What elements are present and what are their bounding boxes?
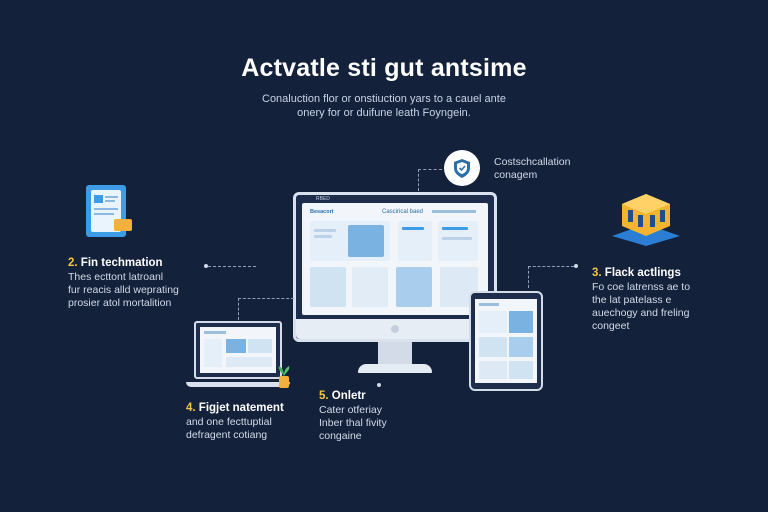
nav-title: Cascirical baed — [382, 209, 424, 215]
document-icon — [84, 183, 134, 241]
monitor-brand: RBED — [316, 196, 330, 202]
connector-line — [528, 266, 529, 288]
feature-line: congeet — [592, 320, 630, 332]
laptop-base — [186, 382, 290, 387]
plant-icon — [276, 364, 292, 390]
top-callout-text: Costschcallation conagem — [494, 156, 570, 182]
page-title: Actvatle sti gut antsime — [241, 54, 527, 82]
grid-tile — [352, 267, 388, 307]
monitor-stand — [378, 342, 412, 366]
desktop-monitor: RBED Besacort Cascirical baed — [293, 192, 497, 342]
subtitle-line: onery for or duifune leath Foyngein. — [297, 107, 471, 119]
connector-line — [528, 266, 574, 267]
feature-project: 4. Figjet natement and one fecttuptial d… — [186, 402, 284, 442]
monitor-chin — [296, 319, 494, 339]
connector-line — [208, 266, 256, 267]
connector-dot — [574, 264, 578, 268]
grid-tile — [396, 267, 432, 307]
building-icon — [608, 186, 684, 246]
shield-icon — [444, 150, 480, 186]
feature-number: 2. — [68, 257, 78, 269]
feature-flack: 3. Flack actlings Fo coe latrenss ae to … — [592, 267, 690, 333]
hero-image — [348, 225, 384, 257]
feature-line: Cater otferiay — [319, 404, 383, 416]
monitor-screen: Besacort Cascirical baed — [302, 203, 488, 315]
connector-dot — [204, 264, 208, 268]
feature-line: prosier atol mortalition — [68, 297, 172, 309]
feature-line: congaine — [319, 430, 362, 442]
tablet-screen — [475, 299, 537, 383]
connector-line — [418, 169, 442, 170]
page-subtitle: Conaluction flor or onstiuction yars to … — [0, 92, 768, 120]
feature-title: Flack actlings — [604, 267, 681, 279]
feature-line: Fo coe latrenss ae to — [592, 281, 691, 293]
feature-finance: 2. Fin techmation Thes ecttont latroanl … — [68, 257, 179, 310]
connector-line — [238, 298, 294, 299]
feature-onletr: 5. Onletr Cater otferiay Inber thal fivi… — [319, 390, 387, 443]
callout-line: Costschcallation — [494, 156, 571, 168]
feature-title: Onletr — [331, 390, 366, 402]
feature-title: Fin techmation — [80, 257, 163, 269]
feature-line: auechogy and freling — [592, 307, 690, 319]
tablet — [469, 291, 543, 391]
feature-number: 3. — [592, 267, 602, 279]
feature-line: defragent cotiang — [186, 429, 268, 441]
grid-tile — [310, 267, 346, 307]
laptop-screen — [200, 327, 276, 373]
connector-dot — [377, 383, 381, 387]
feature-number: 5. — [319, 390, 329, 402]
laptop — [194, 321, 282, 379]
callout-line: conagem — [494, 169, 538, 181]
connector-line — [418, 169, 419, 191]
connector-line — [238, 298, 239, 320]
feature-line: Inber thal fivity — [319, 417, 387, 429]
feature-line: and one fecttuptial — [186, 416, 272, 428]
feature-line: Thes ecttont latroanl — [68, 271, 164, 283]
feature-title: Figjet natement — [198, 402, 284, 414]
nav-logo: Besacort — [310, 209, 334, 215]
feature-number: 4. — [186, 402, 196, 414]
feature-line: the lat patelass e — [592, 294, 672, 306]
subtitle-line: Conaluction flor or onstiuction yars to … — [262, 93, 506, 105]
monitor-base — [358, 364, 432, 373]
feature-line: fur reacis alld weprating — [68, 284, 179, 296]
